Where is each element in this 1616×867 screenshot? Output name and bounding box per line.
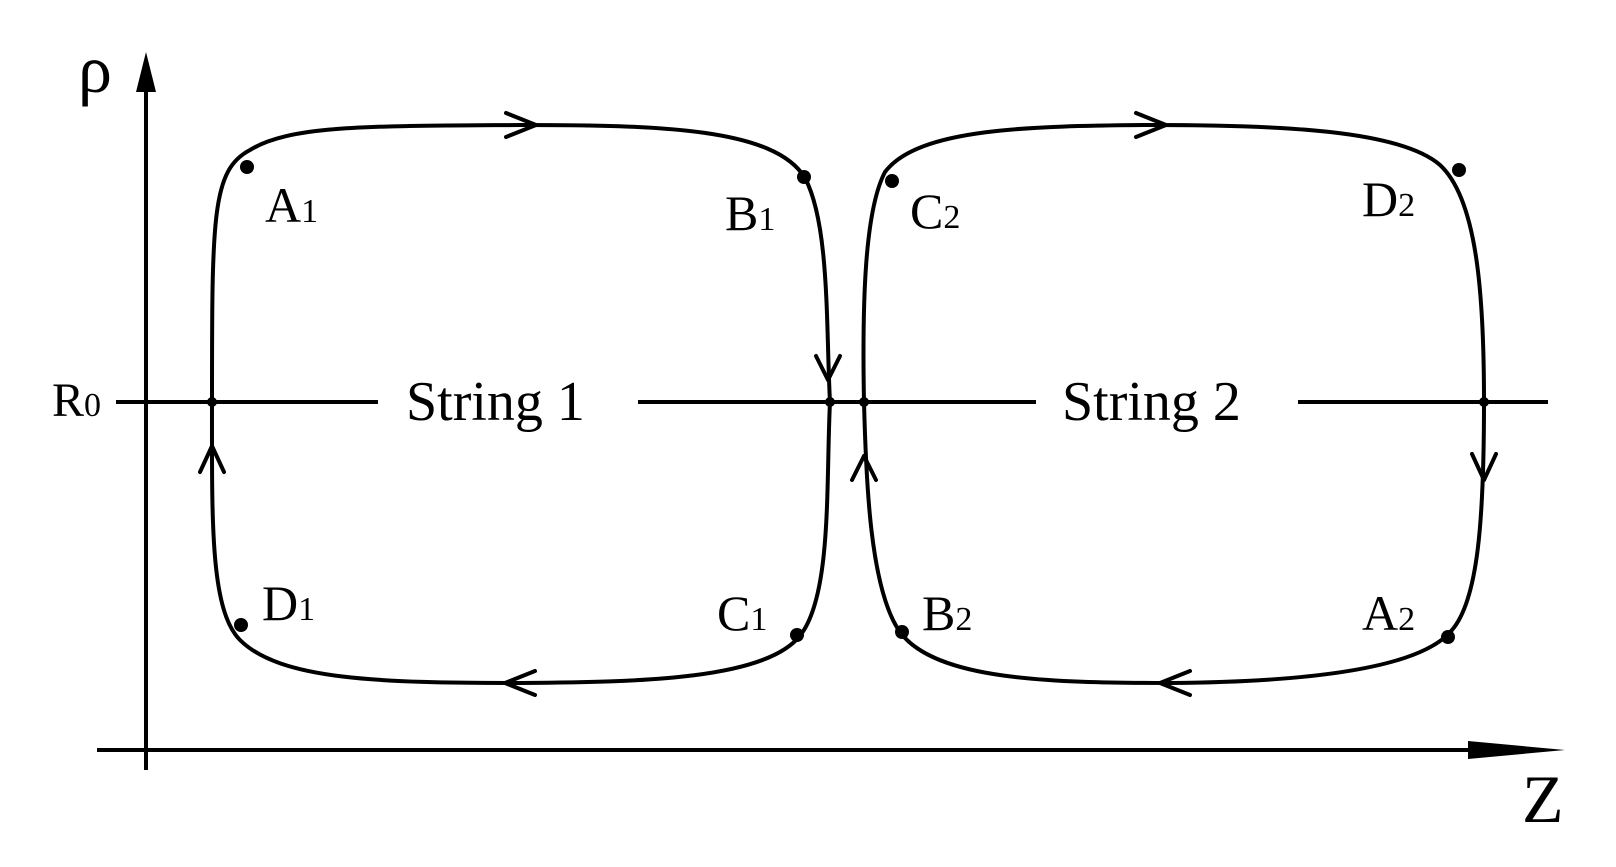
point-c1-label: C1 — [717, 585, 767, 641]
string-2-label: String 2 — [1062, 371, 1241, 433]
r0-label: R0 — [52, 374, 101, 427]
r0-crossing-marker — [825, 397, 835, 407]
point-d1-marker — [234, 618, 248, 632]
string-1-left-arrow — [198, 444, 226, 474]
string-2-top-arrow — [1134, 111, 1168, 139]
z-axis-label: Z — [1522, 761, 1564, 837]
point-a1-label: A1 — [265, 177, 318, 233]
point-a2-marker — [1441, 630, 1455, 644]
point-b2-label: B2 — [922, 585, 972, 641]
point-b2-marker — [895, 625, 909, 639]
string-2-loop — [850, 111, 1498, 697]
r0-crossing-marker — [859, 397, 869, 407]
string-2-bottom-arrow — [1158, 669, 1192, 697]
point-a1-marker — [240, 160, 254, 174]
point-c1-marker — [790, 628, 804, 642]
rho-axis-arrowhead — [136, 52, 156, 92]
point-b1-marker — [797, 170, 811, 184]
string-1-right-arrow — [814, 354, 842, 382]
point-b1-label: B1 — [725, 185, 775, 241]
string-1-label: String 1 — [406, 371, 585, 433]
string-2-right-arrow — [1470, 452, 1498, 482]
axes: ρ Z R0 — [52, 31, 1565, 837]
rho-axis-label: ρ — [78, 31, 112, 107]
point-a2-label: A2 — [1362, 585, 1415, 641]
string-1-top-arrow — [504, 111, 538, 139]
string-1-loop — [198, 111, 842, 697]
point-c2-label: C2 — [910, 183, 960, 239]
string-1-bottom-arrow — [503, 669, 537, 697]
z-axis-arrowhead — [1468, 741, 1565, 759]
point-d1-label: D1 — [262, 575, 315, 631]
point-c2-marker — [885, 174, 899, 188]
r0-crossing-marker — [207, 397, 217, 407]
point-d2-marker — [1452, 163, 1466, 177]
r0-crossing-marker — [1479, 397, 1489, 407]
point-d2-label: D2 — [1362, 171, 1415, 227]
string-2-left-arrow — [850, 454, 878, 482]
